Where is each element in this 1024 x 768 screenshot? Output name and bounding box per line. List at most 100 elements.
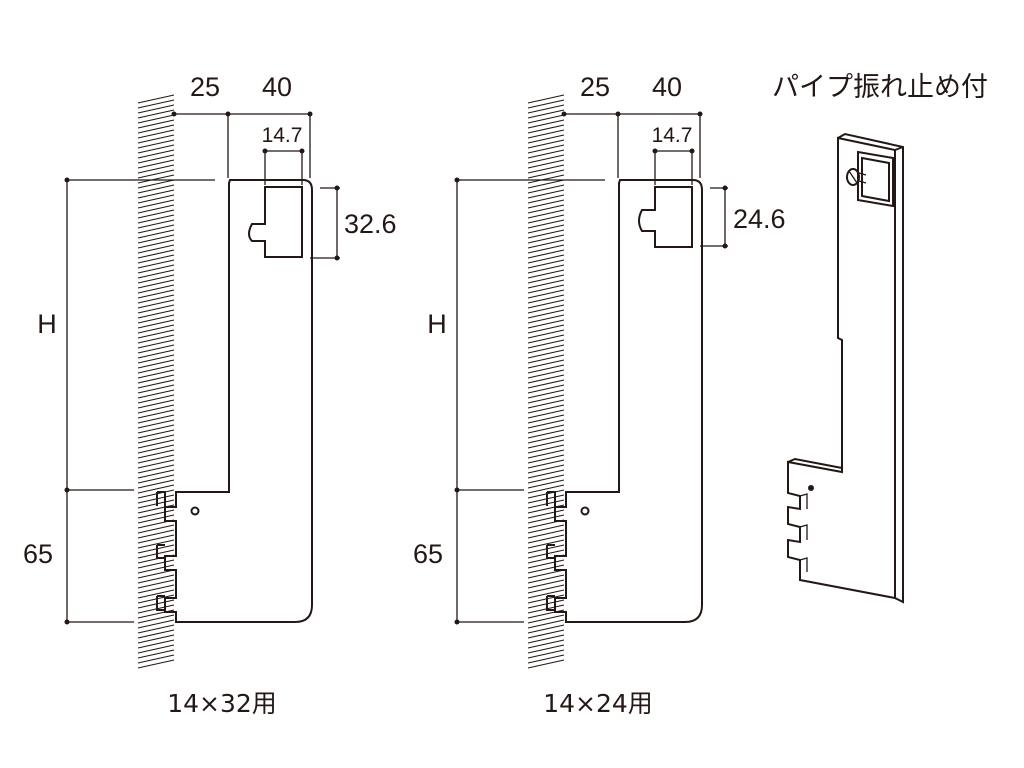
hatch-line [527,174,565,184]
hatch-line [527,94,565,104]
hatch-line [527,644,565,654]
hatch-line [527,279,565,289]
right-dim-slot-height: 24.6 [733,204,786,234]
hatch-line [137,339,175,349]
hatch-line [137,479,175,489]
hatch-line [527,629,565,639]
hatch-line [137,129,175,139]
left-dim-offset: 25 [190,72,220,102]
hatch-line [137,469,175,479]
hatch-line [527,639,565,649]
hatch-line [527,104,565,114]
right-screw-hole [580,506,590,516]
hatch-line [137,384,175,394]
hatch-line [137,529,175,539]
hatch-line [527,184,565,194]
hatch-line [527,469,565,479]
hatch-line [527,234,565,244]
hatch-line [527,514,565,524]
hatch-line [137,139,175,149]
hatch-line [527,109,565,119]
hatch-line [137,204,175,214]
hatch-line [137,274,175,284]
hatch-line [527,364,565,374]
hatch-line [527,624,565,634]
hatch-line [137,569,175,579]
hatch-line [527,254,565,264]
hatch-line [137,314,175,324]
hatch-line [527,294,565,304]
hatch-line [527,264,565,274]
hatch-line [137,254,175,264]
right-bracket-outline [554,179,703,623]
hatch-line [527,119,565,129]
hatch-line [137,304,175,314]
hatch-line [137,214,175,224]
hatch-line [137,194,175,204]
hatch-line [527,429,565,439]
hatch-line [527,379,565,389]
hatch-line [527,374,565,384]
hatch-line [527,479,565,489]
hatch-line [527,309,565,319]
hatch-line [137,639,175,649]
hatch-line [137,224,175,234]
left-caption: 14×32用 [167,689,277,718]
hatch-line [527,569,565,579]
hatch-line [137,154,175,164]
hatch-line [527,314,565,324]
hatch-line [527,509,565,519]
right-caption: 14×24用 [543,689,653,718]
hatch-line [137,174,175,184]
hatch-line [527,204,565,214]
hatch-line [527,124,565,134]
hatch-line [527,484,565,494]
right-wall-hatch [527,94,565,669]
hatch-line [527,164,565,174]
hatch-line [527,269,565,279]
hatch-line [137,319,175,329]
hatch-line [137,269,175,279]
hatch-line [137,219,175,229]
hatch-line [527,244,565,254]
hatch-line [137,559,175,569]
right-dim-width: 40 [652,72,682,102]
hatch-line [137,349,175,359]
hatch-line [527,359,565,369]
hatch-line [137,334,175,344]
left-hook-notches [156,491,166,611]
hatch-line [527,169,565,179]
hatch-line [137,199,175,209]
hatch-line [137,134,175,144]
hatch-line [527,384,565,394]
hatch-line [137,169,175,179]
hatch-line [137,404,175,414]
hatch-line [527,289,565,299]
hatch-line [137,584,175,594]
hatch-line [137,299,175,309]
hatch-line [527,559,565,569]
hatch-line [137,179,175,189]
hatch-line [527,329,565,339]
hatch-line [137,189,175,199]
hatch-line [527,394,565,404]
hatch-line [527,144,565,154]
hatch-line [137,564,175,574]
hatch-line [527,134,565,144]
hatch-line [137,509,175,519]
hatch-line [527,274,565,284]
hatch-line [137,159,175,169]
left-dim-width: 40 [262,72,292,102]
hatch-line [527,619,565,629]
hatch-line [527,229,565,239]
hatch-line [527,474,565,484]
hatch-line [527,159,565,169]
hatch-line [527,324,565,334]
hatch-line [137,454,175,464]
hatch-line [527,409,565,419]
hatch-line [527,339,565,349]
left-dim-slot-height: 32.6 [344,209,397,239]
hatch-line [527,114,565,124]
hatch-line [137,644,175,654]
